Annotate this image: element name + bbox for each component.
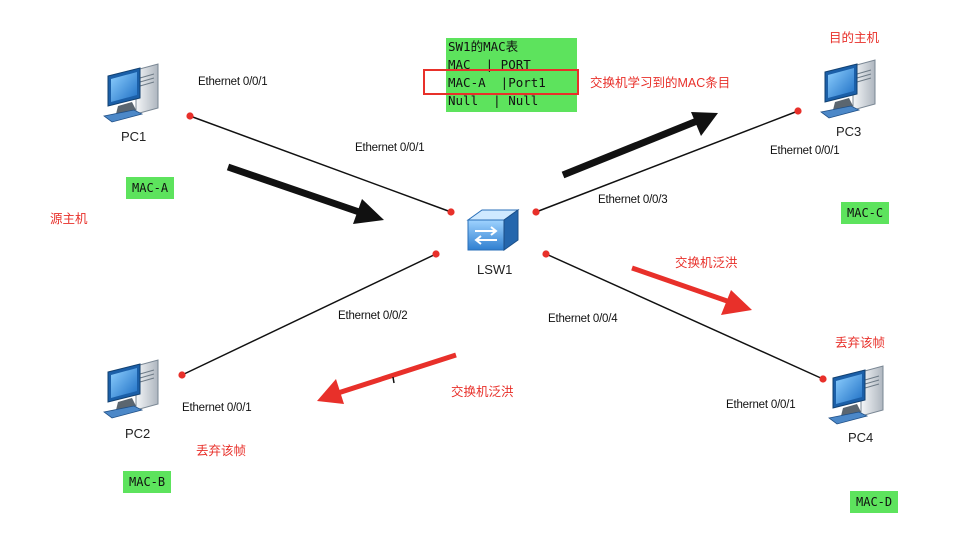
annotation-drop-pc2: 丢弃该帧 [196,444,247,458]
pc3-label: PC3 [836,124,862,139]
port-dot [432,250,440,258]
port-dot [532,208,540,216]
stray-mark [392,376,395,384]
pc2-icon [103,359,159,419]
mac-table-row: Null | Null [448,93,539,108]
sw-port1-label: Ethernet 0/0/1 [355,142,425,154]
mac-table-header: MAC | PORT [448,57,531,72]
arrow-flood-to-pc4 [631,265,731,305]
pc1-icon [103,63,159,123]
pc3-port-label: Ethernet 0/0/1 [770,145,840,157]
pc1-label: PC1 [121,129,147,144]
pc2-port-label: Ethernet 0/0/1 [182,402,252,414]
pc3-icon [820,59,876,119]
annotation-dest-host: 目的主机 [829,31,880,45]
mac-label-pc4: MAC-D [850,491,899,513]
pc4-port-label: Ethernet 0/0/1 [726,399,796,411]
learned-entry-highlight [423,69,579,95]
arrow-switch-to-pc3-head [691,112,718,136]
port-dot [542,250,550,258]
pc4-icon [828,365,884,425]
port-dot [178,371,186,379]
arrow-pc1-to-switch-head [353,199,384,224]
annotation-flood-pc4: 交换机泛洪 [675,256,738,270]
annotation-flood-pc2: 交换机泛洪 [451,385,514,399]
arrow-flood-to-pc2-head [317,379,344,404]
annotation-learned: 交换机学习到的MAC条目 [590,76,731,90]
switch-label: LSW1 [477,262,513,277]
switch-icon [466,209,520,251]
port-dot [794,107,802,115]
link-pc3-lsw1 [535,110,799,213]
pc2-label: PC2 [125,426,151,441]
sw-port3-label: Ethernet 0/0/3 [598,194,668,206]
mac-label-pc1: MAC-A [126,177,175,199]
annotation-drop-pc4: 丢弃该帧 [835,336,886,350]
link-pc2-lsw1 [181,253,437,376]
arrow-flood-to-pc4-head [721,290,752,315]
mac-table-row: MAC-A |Port1 [448,75,546,90]
arrow-flood-to-pc2 [337,352,457,396]
mac-label-pc3: MAC-C [841,202,890,224]
arrow-pc1-to-switch [226,163,364,217]
sw-port2-label: Ethernet 0/0/2 [338,310,408,322]
port-dot [819,375,827,383]
annotation-source-host: 源主机 [50,212,88,226]
mac-label-pc2: MAC-B [123,471,172,493]
port-dot [186,112,194,120]
pc1-port-label: Ethernet 0/0/1 [198,76,268,88]
arrow-switch-to-pc3 [561,117,699,179]
mac-table: SW1的MAC表 MAC | PORT MAC-A |Port1 Null | … [446,38,577,112]
sw-port4-label: Ethernet 0/0/4 [548,313,618,325]
pc4-label: PC4 [848,430,874,445]
link-pc4-lsw1 [545,253,824,380]
port-dot [447,208,455,216]
link-pc1-lsw1 [189,115,452,213]
mac-table-title: SW1的MAC表 [448,39,519,54]
